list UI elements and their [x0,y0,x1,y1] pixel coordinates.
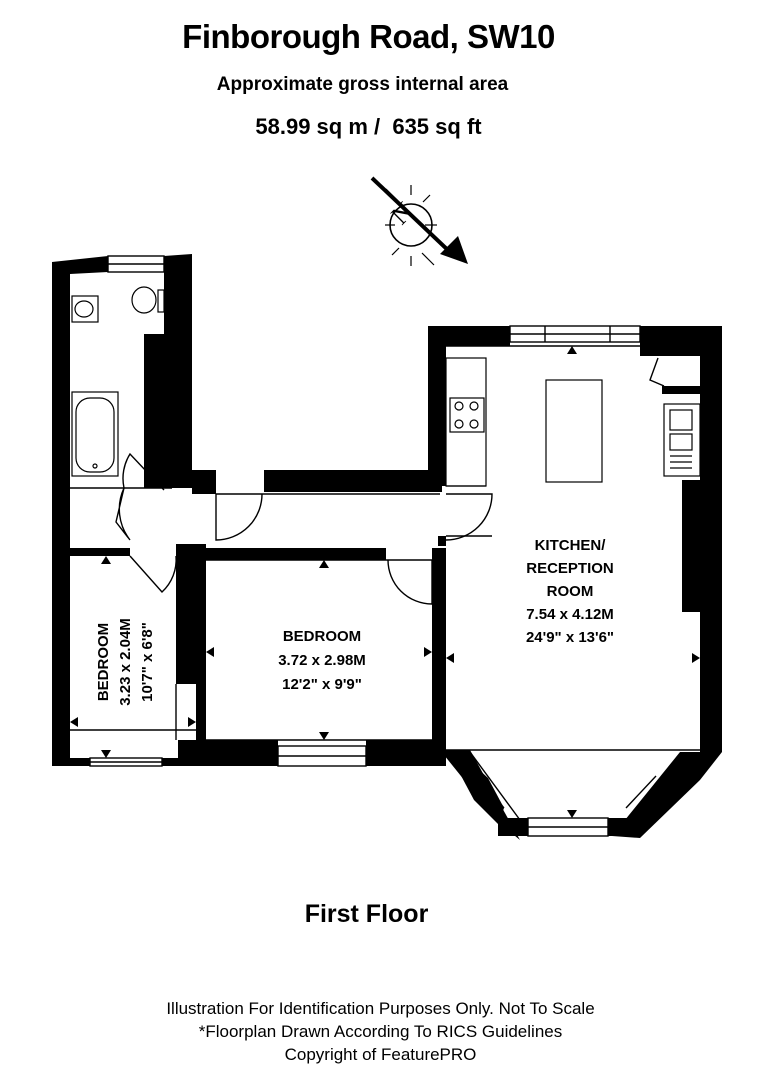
kitchen-fixtures [445,357,701,487]
floor-label: First Floor [0,900,769,929]
room-label-bedroom-small: BEDROOM 3.23 x 2.04M 10'7" x 6'8" [95,618,156,706]
bedroom-small-name: BEDROOM [95,623,112,701]
sink-icon [71,295,99,323]
bedroom-main-name: BEDROOM [283,628,361,645]
area-text: 58.99 sq m / 635 sq ft [255,114,482,139]
bedroom-main-metric: 3.72 x 2.98M [278,652,366,669]
bathroom-fixtures [71,286,165,477]
kitchen-metric: 7.54 x 4.12M [526,606,614,623]
kitchen-line3: ROOM [547,583,594,600]
bedroom-small-imperial: 10'7" x 6'8" [139,622,156,702]
kitchen-imperial: 24'9" x 13'6" [526,629,614,646]
bathtub-icon [71,391,119,477]
footer-line-2: *Floorplan Drawn According To RICS Guide… [198,1022,563,1041]
dimension-arrows [70,346,700,818]
worktop [445,357,487,487]
kitchen-line2: RECEPTION [526,560,614,577]
doors [115,357,665,605]
subtitle-text: Approximate gross internal area [216,74,509,95]
compass: N [370,176,468,266]
kitchen-island [545,379,603,483]
room-label-bedroom-main: BEDROOM 3.72 x 2.98M 12'2" x 9'9" [278,628,366,693]
kitchen-line1: KITCHEN/ [535,537,607,554]
floor-label-text: First Floor [304,900,429,928]
north-arrow-icon [370,176,468,264]
bedroom-small-metric: 3.23 x 2.04M [117,618,134,706]
compass-rose-icon [385,185,437,266]
hob-icon [449,397,485,433]
footer-line-3: Copyright of FeaturePRO [284,1045,477,1064]
title-text: Finborough Road, SW10 [182,18,555,55]
room-label-kitchen: KITCHEN/ RECEPTION ROOM 7.54 x 4.12M 24'… [526,537,614,646]
wall-outlines [70,255,700,837]
area-value: 58.99 sq m / 635 sq ft [0,114,769,140]
footer: Illustration For Identification Purposes… [0,997,769,1066]
kitchen-sink-icon [663,403,701,477]
page-title: Finborough Road, SW10 [0,18,769,56]
toilet-icon [131,286,157,314]
footer-line-1: Illustration For Identification Purposes… [166,999,595,1018]
bedroom-main-imperial: 12'2" x 9'9" [282,676,362,693]
area-subtitle: Approximate gross internal area [0,74,769,96]
walls [52,254,722,840]
